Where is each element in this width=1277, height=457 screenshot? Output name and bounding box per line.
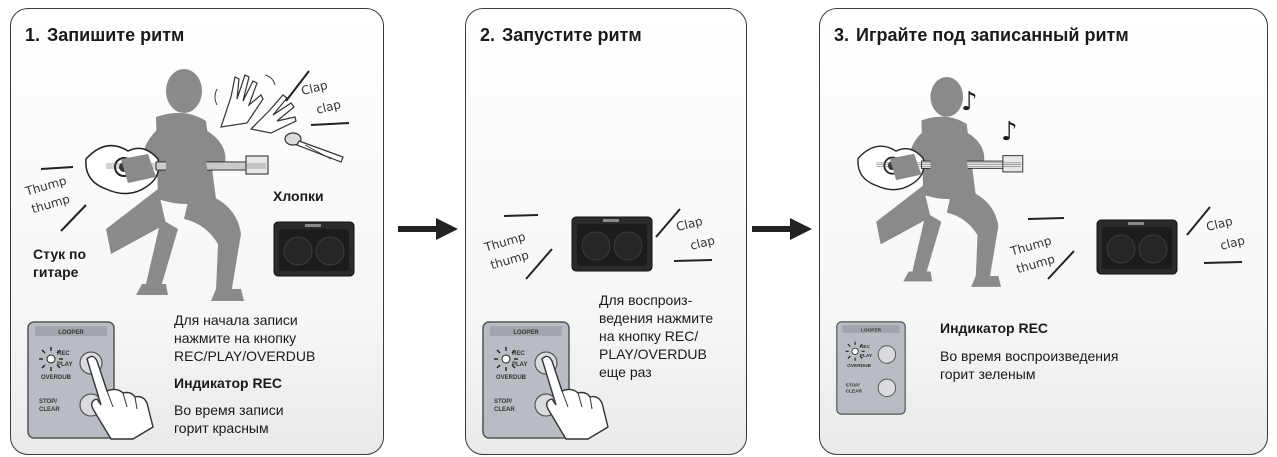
instruction-line-2: ведения нажмите xyxy=(599,310,714,326)
indicator-desc-line-1: Во время воспроизведения xyxy=(940,348,1119,364)
pedal-header: LOOPER xyxy=(513,330,539,336)
pedal-stop: STOP/ xyxy=(39,399,57,405)
guitar-label-line-2: гитаре xyxy=(33,264,79,280)
pedal-header: LOOPER xyxy=(861,327,882,333)
pedal-clear: CLEAR xyxy=(494,407,515,413)
pressing-finger-icon xyxy=(541,355,609,440)
sfx-lines xyxy=(1027,206,1243,280)
pedal-overdub: OVERDUB xyxy=(41,375,72,381)
step-1-panel: 1.Запишите ритм xyxy=(10,8,384,455)
pedal-clear: CLEAR xyxy=(846,389,863,395)
pedal-header: LOOPER xyxy=(58,330,84,336)
indicator-title: Индикатор REC xyxy=(174,375,283,391)
music-note-icon: ♪ xyxy=(1001,117,1018,147)
microphone-icon xyxy=(284,132,344,163)
instruction-line-3: REC/PLAY/OVERDUB xyxy=(174,348,316,364)
pedal-overdub: OVERDUB xyxy=(496,375,527,381)
pedal-play: PLAY xyxy=(860,353,873,359)
step-2-panel: 2.Запустите ритм Thump thump Clap clap Д… xyxy=(465,8,747,455)
instruction-line-1: Для воспроиз- xyxy=(599,292,693,308)
step-3-title: 3.Играйте под записанный ритм xyxy=(834,25,1129,45)
indicator-title: Индикатор REC xyxy=(940,320,1049,336)
right-arrow-icon xyxy=(398,218,458,240)
pedal-clear: CLEAR xyxy=(39,407,60,413)
step-1-title: 1.Запишите ритм xyxy=(25,25,185,45)
amplifier-icon xyxy=(1096,219,1178,275)
indicator-desc-line-2: горит красным xyxy=(174,420,269,436)
looper-pedal-icon: LOOPER REC PLAY OVERDUB STOP/ CLEAR xyxy=(836,321,906,415)
amplifier-icon xyxy=(571,216,653,272)
step-3-panel: 3.Играйте под записанный ритм xyxy=(819,8,1268,455)
instruction-line-5: еще раз xyxy=(599,364,652,380)
claps-label: Хлопки xyxy=(273,188,324,204)
sfx-lines xyxy=(40,70,350,232)
pressing-finger-icon xyxy=(86,355,154,440)
pedal-rec: REC xyxy=(57,351,70,357)
amplifier-icon xyxy=(273,221,355,277)
guitarist-figure-icon xyxy=(85,69,269,301)
indicator-desc-line-2: горит зеленым xyxy=(940,366,1036,382)
indicator-desc-line-1: Во время записи xyxy=(174,402,284,418)
pedal-rec: REC xyxy=(860,344,871,350)
pedal-stop: STOP/ xyxy=(494,399,512,405)
sfx-lines xyxy=(503,208,713,280)
pedal-play: PLAY xyxy=(512,362,527,368)
clapping-hands-icon xyxy=(214,74,297,134)
instruction-line-3: на кнопку REC/ xyxy=(599,328,699,344)
instruction-line-1: Для начала записи xyxy=(174,312,298,328)
step-2-title: 2.Запустите ритм xyxy=(480,25,642,45)
instruction-line-2: нажмите на кнопку xyxy=(174,330,297,346)
pedal-overdub: OVERDUB xyxy=(847,363,871,369)
right-arrow-icon xyxy=(752,218,812,240)
instruction-line-4: PLAY/OVERDUB xyxy=(599,346,707,362)
pedal-stop: STOP/ xyxy=(846,382,861,388)
music-note-icon: ♪ xyxy=(961,87,978,117)
pedal-rec: REC xyxy=(512,351,525,357)
guitar-label-line-1: Стук по xyxy=(33,246,87,262)
guitarist-figure-icon xyxy=(857,76,1024,287)
pedal-play: PLAY xyxy=(57,362,72,368)
